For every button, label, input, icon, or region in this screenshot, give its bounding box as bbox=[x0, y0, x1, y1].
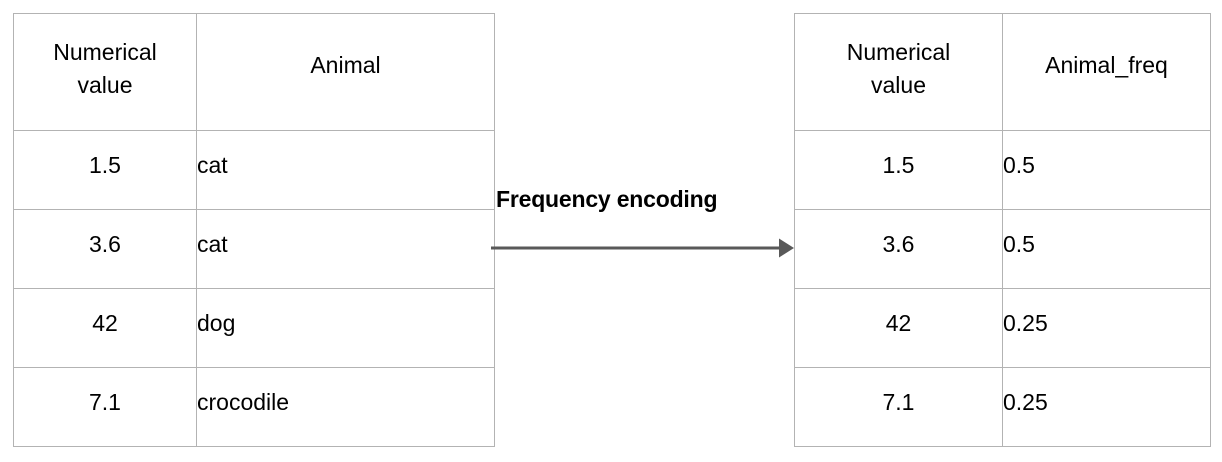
source-header-animal-label: Animal bbox=[310, 52, 381, 79]
table-row: 7.1 0.25 bbox=[794, 367, 1211, 447]
table-row: 42 0.25 bbox=[794, 288, 1211, 368]
encoded-table-head: Numerical value Animal_freq bbox=[794, 13, 1211, 131]
encoded-table-body: 1.5 0.5 3.6 0.5 42 0.25 bbox=[794, 130, 1211, 447]
source-animal-text: crocodile bbox=[197, 389, 290, 416]
encoded-value-text: 42 bbox=[885, 310, 912, 337]
encoded-value-text: 1.5 bbox=[882, 152, 915, 179]
encoded-freq-text: 0.25 bbox=[1003, 310, 1048, 337]
table-row: 3.6 0.5 bbox=[794, 209, 1211, 289]
encoded-freq-text: 0.5 bbox=[1003, 231, 1035, 258]
encoded-header-numerical-value: Numerical value bbox=[794, 13, 1003, 131]
table-row: 7.1 crocodile bbox=[13, 367, 495, 447]
encoded-table: Numerical value Animal_freq 1.5 0.5 3.6 bbox=[794, 13, 1211, 447]
arrow-right-icon bbox=[491, 238, 794, 258]
encoded-cell-numerical-value: 42 bbox=[794, 288, 1003, 368]
source-table: Numerical value Animal 1.5 cat 3.6 bbox=[13, 13, 495, 447]
transform-group: Frequency encoding bbox=[491, 186, 796, 266]
source-animal-text: cat bbox=[197, 152, 228, 179]
encoded-freq-text: 0.5 bbox=[1003, 152, 1035, 179]
encoded-value-text: 3.6 bbox=[882, 231, 915, 258]
source-cell-numerical-value: 1.5 bbox=[13, 130, 197, 210]
encoded-header-numerical-value-line1: Numerical bbox=[846, 38, 951, 65]
encoded-cell-animal-freq: 0.5 bbox=[1002, 209, 1211, 289]
encoded-header-animal-freq: Animal_freq bbox=[1002, 13, 1211, 131]
source-animal-text: cat bbox=[197, 231, 228, 258]
source-value-text: 7.1 bbox=[89, 389, 121, 416]
source-header-numerical-value-line1: Numerical bbox=[53, 38, 157, 65]
encoded-freq-text: 0.25 bbox=[1003, 389, 1048, 416]
encoded-cell-animal-freq: 0.25 bbox=[1002, 367, 1211, 447]
table-header-row: Numerical value Animal_freq bbox=[794, 13, 1211, 131]
source-header-numerical-value-line2: value bbox=[77, 72, 133, 98]
source-cell-animal: cat bbox=[196, 130, 495, 210]
table-row: 1.5 0.5 bbox=[794, 130, 1211, 210]
encoded-cell-animal-freq: 0.25 bbox=[1002, 288, 1211, 368]
transform-label: Frequency encoding bbox=[496, 186, 718, 212]
source-cell-animal: crocodile bbox=[196, 367, 495, 447]
source-cell-numerical-value: 7.1 bbox=[13, 367, 197, 447]
table-row: 1.5 cat bbox=[13, 130, 495, 210]
encoded-cell-numerical-value: 3.6 bbox=[794, 209, 1003, 289]
encoded-cell-numerical-value: 7.1 bbox=[794, 367, 1003, 447]
encoded-header-numerical-value-line2: value bbox=[871, 72, 926, 98]
source-value-text: 3.6 bbox=[89, 231, 121, 258]
table-row: 42 dog bbox=[13, 288, 495, 368]
source-table-head: Numerical value Animal bbox=[13, 13, 495, 131]
source-cell-animal: cat bbox=[196, 209, 495, 289]
source-value-text: 1.5 bbox=[89, 152, 121, 179]
source-header-numerical-value: Numerical value bbox=[13, 13, 197, 131]
source-cell-numerical-value: 3.6 bbox=[13, 209, 197, 289]
source-header-animal: Animal bbox=[196, 13, 495, 131]
table-header-row: Numerical value Animal bbox=[13, 13, 495, 131]
source-cell-animal: dog bbox=[196, 288, 495, 368]
source-table-body: 1.5 cat 3.6 cat 42 dog bbox=[13, 130, 495, 447]
encoded-header-animal-freq-label: Animal_freq bbox=[1045, 52, 1168, 79]
encoded-cell-numerical-value: 1.5 bbox=[794, 130, 1003, 210]
source-cell-numerical-value: 42 bbox=[13, 288, 197, 368]
encoded-cell-animal-freq: 0.5 bbox=[1002, 130, 1211, 210]
table-row: 3.6 cat bbox=[13, 209, 495, 289]
encoded-value-text: 7.1 bbox=[882, 389, 915, 416]
source-value-text: 42 bbox=[92, 310, 118, 337]
source-animal-text: dog bbox=[197, 310, 236, 337]
